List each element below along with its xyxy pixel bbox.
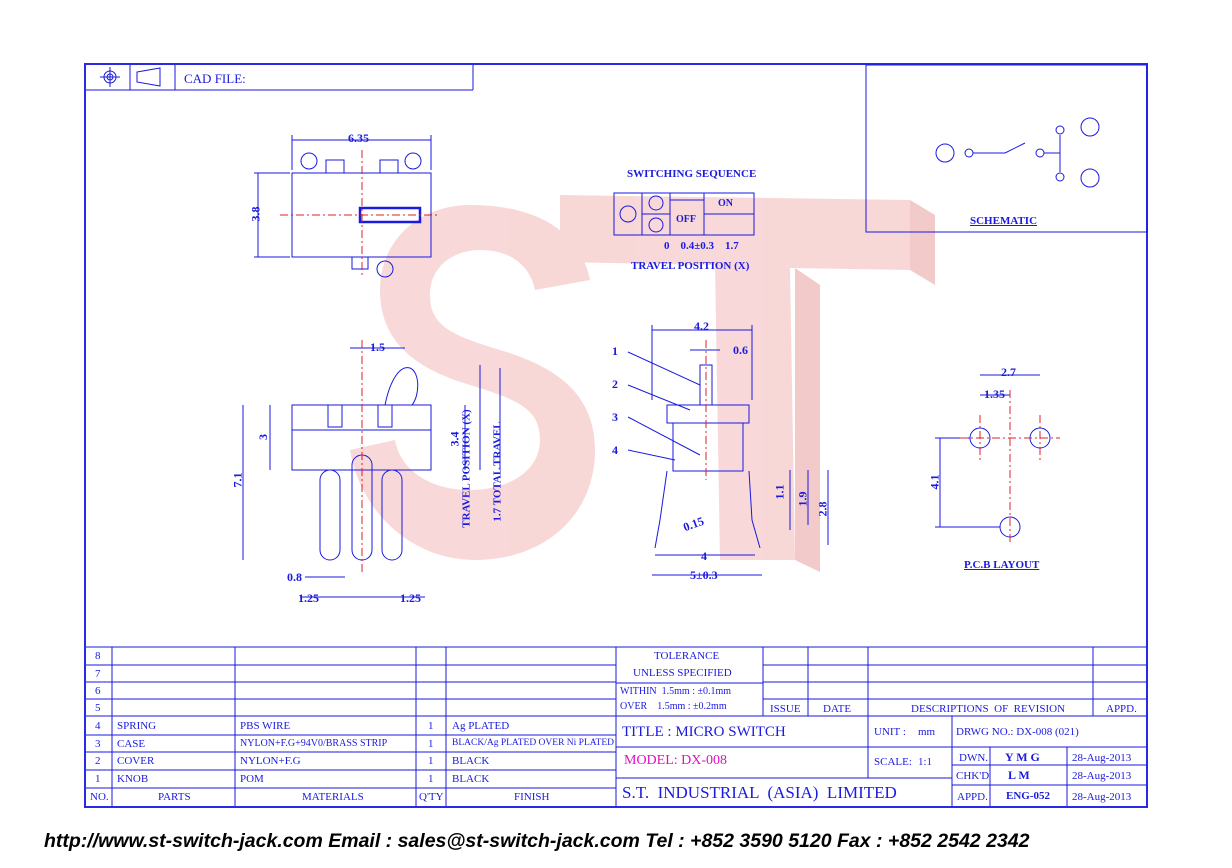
drwg-no: DRWG NO.: DX-008 (021)	[956, 726, 1079, 738]
scale-label: SCALE:	[874, 756, 912, 768]
dim-side-28: 2.8	[815, 501, 830, 517]
scale-value: 1:1	[918, 756, 933, 768]
callout-2: 2	[612, 377, 618, 391]
row-finish: BLACK	[452, 755, 490, 767]
row-materials: PBS WIRE	[240, 720, 291, 732]
dim-travel-x: TRAVEL POSITION (X)	[460, 409, 473, 528]
row-parts: COVER	[117, 755, 155, 767]
pcb-layout-label: P.C.B LAYOUT	[964, 559, 1040, 571]
header-qty: Q'TY	[419, 791, 444, 803]
dim-side-19: 1.9	[795, 491, 810, 507]
row-no: 1	[95, 773, 101, 785]
row-finish: BLACK/Ag PLATED OVER Ni PLATED	[452, 738, 615, 748]
row-parts: KNOB	[117, 773, 149, 785]
chkd-date: 28-Aug-2013	[1072, 770, 1132, 782]
dim-side-5: 5±0.3	[690, 568, 718, 582]
dim-height-71: 7.1	[230, 472, 245, 488]
row-no: 6	[95, 685, 101, 697]
dwn-date: 28-Aug-2013	[1072, 752, 1132, 764]
chkd-value: L M	[1008, 768, 1030, 782]
dim-side-knob: 0.6	[733, 343, 748, 357]
rev-desc: DESCRIPTIONS OF REVISION	[911, 703, 1066, 715]
header-materials: MATERIALS	[302, 791, 364, 803]
dim-pin-08: 0.8	[287, 570, 302, 584]
unit-value: mm	[918, 726, 936, 738]
tolerance-over: OVER 1.5mm : ±0.2mm	[620, 701, 727, 712]
dim-total-travel: 1.7 TOTAL TRAVEL	[491, 421, 504, 522]
row-materials: NYLON+F.G	[240, 755, 301, 767]
row-materials: POM	[240, 773, 264, 785]
dwn-label: DWN.	[959, 752, 989, 764]
row-qty: 1	[428, 773, 434, 785]
row-qty: 1	[428, 738, 434, 750]
dim-side-11: 1.1	[772, 484, 787, 500]
dim-knob-offset: 1.5	[370, 340, 385, 354]
callout-4: 4	[612, 443, 618, 457]
row-no: 4	[95, 720, 101, 732]
dim-pitch-a: 1.25	[298, 591, 319, 605]
header-no: NO.	[90, 791, 109, 803]
dim-top-height: 3.8	[248, 206, 263, 222]
unit-label: UNIT :	[874, 726, 906, 738]
cad-file-label: CAD FILE:	[184, 71, 246, 86]
row-materials: NYLON+F.G+94V0/BRASS STRIP	[240, 738, 388, 749]
footer-contact: http://www.st-switch-jack.com Email : sa…	[44, 830, 1030, 852]
row-no: 5	[95, 702, 101, 714]
chkd-label: CHK'D	[956, 770, 990, 782]
rev-appd: APPD.	[1106, 703, 1137, 715]
row-no: 2	[95, 755, 101, 767]
tolerance-line1: TOLERANCE	[654, 650, 720, 662]
row-qty: 1	[428, 755, 434, 767]
row-no: 7	[95, 668, 101, 680]
seq-travel-label: TRAVEL POSITION (X)	[631, 260, 750, 272]
seq-positions: 0 0.4±0.3 1.7	[664, 240, 739, 252]
row-finish: BLACK	[452, 773, 490, 785]
dim-height-34: 3.4	[447, 431, 462, 447]
company-name: S.T. INDUSTRIAL (ASIA) LIMITED	[622, 783, 897, 802]
drawing-frame	[84, 63, 1148, 808]
dim-side-width: 4.2	[694, 319, 709, 333]
dim-pcb-41: 4.1	[927, 474, 942, 490]
row-no: 3	[95, 738, 101, 750]
switching-sequence-title: SWITCHING SEQUENCE	[627, 168, 757, 180]
callout-3: 3	[612, 410, 618, 424]
row-parts: CASE	[117, 738, 146, 750]
row-finish: Ag PLATED	[452, 720, 510, 732]
dim-side-4: 4	[701, 549, 707, 563]
dim-height-3: 3	[256, 434, 270, 440]
dim-pcb-135: 1.35	[984, 387, 1005, 401]
dwn-value: Y M G	[1005, 750, 1040, 764]
seq-off: OFF	[676, 214, 696, 225]
callout-1: 1	[612, 344, 618, 358]
header-parts: PARTS	[158, 791, 191, 803]
tolerance-within: WITHIN 1.5mm : ±0.1mm	[620, 686, 732, 697]
schematic-label: SCHEMATIC	[970, 215, 1038, 227]
row-no: 8	[95, 650, 101, 662]
appd-date: 28-Aug-2013	[1072, 791, 1132, 803]
drawing-title: TITLE : MICRO SWITCH	[622, 724, 786, 740]
dim-pcb-27: 2.7	[1001, 365, 1016, 379]
rev-date: DATE	[823, 703, 852, 715]
dim-pitch-b: 1.25	[400, 591, 421, 605]
rev-issue: ISSUE	[770, 703, 801, 715]
dim-top-width: 6.35	[348, 131, 369, 145]
seq-on: ON	[718, 198, 733, 209]
tolerance-line2: UNLESS SPECIFIED	[633, 667, 732, 679]
appd-value: ENG-052	[1006, 790, 1050, 802]
model: MODEL: DX-008	[624, 753, 728, 768]
header-finish: FINISH	[514, 791, 550, 803]
row-qty: 1	[428, 720, 434, 732]
appd-label: APPD.	[957, 791, 988, 803]
row-parts: SPRING	[117, 720, 157, 732]
